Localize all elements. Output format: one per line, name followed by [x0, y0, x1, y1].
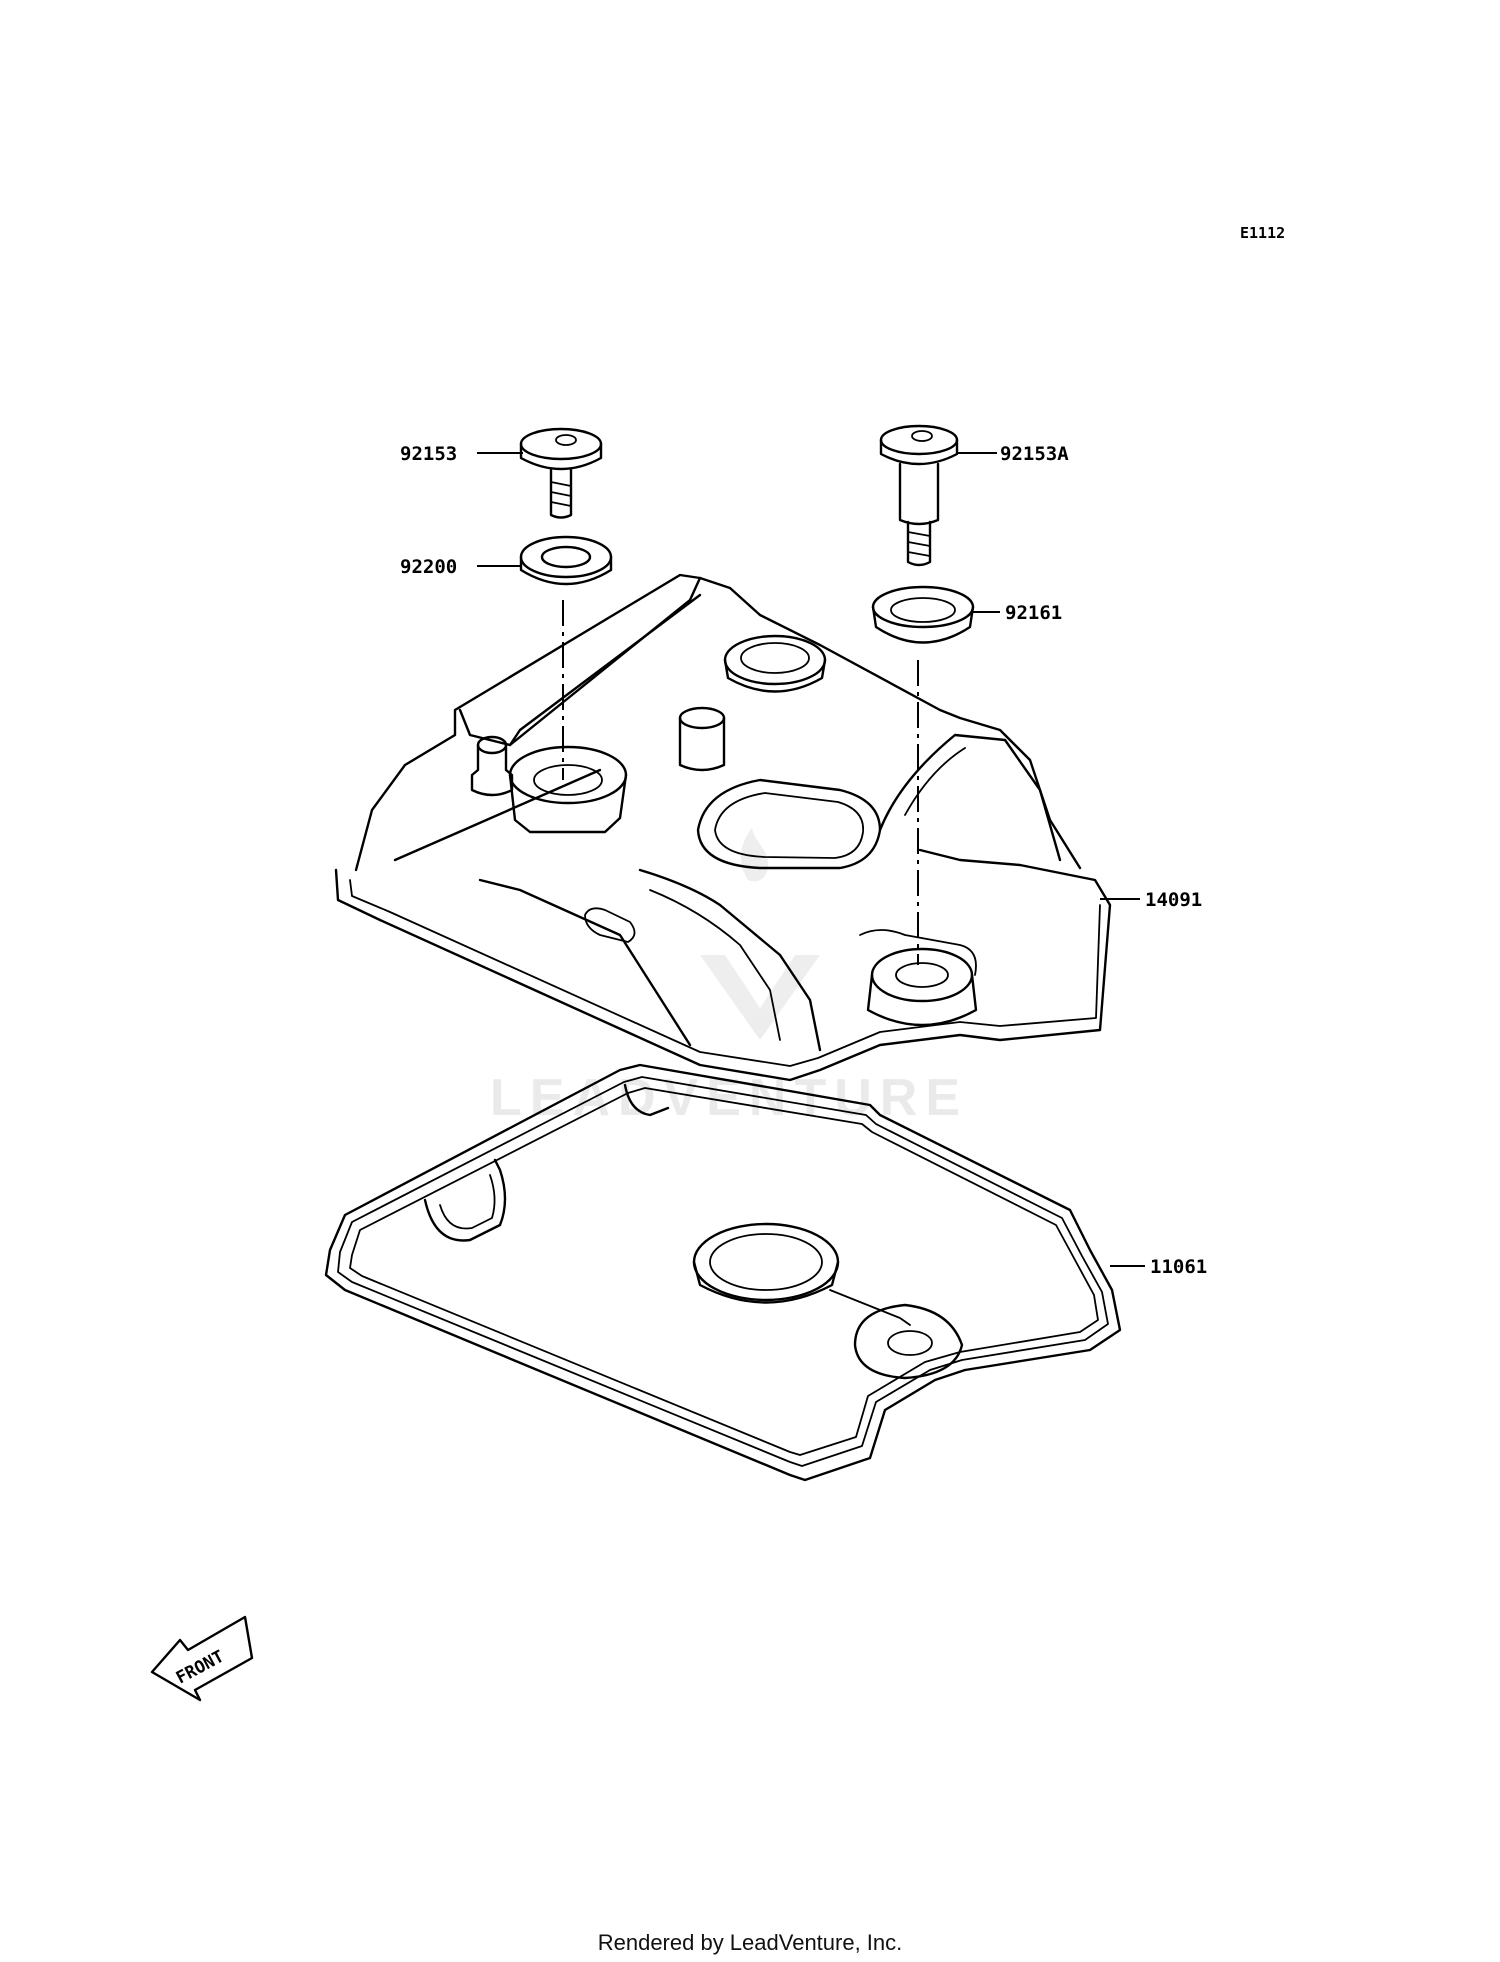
front-arrow-icon: FRONT — [150, 1615, 254, 1702]
cylinder-head-cover-14091[interactable] — [334, 573, 1112, 1082]
front-label: FRONT — [173, 1647, 228, 1689]
callout-11061[interactable]: 11061 — [1150, 1256, 1207, 1278]
grommet-92161[interactable] — [871, 585, 975, 644]
bolt-92153[interactable] — [519, 427, 603, 519]
assembly-lines — [562, 600, 919, 965]
callout-14091[interactable]: 14091 — [1145, 889, 1202, 911]
callout-92153[interactable]: 92153 — [400, 443, 457, 465]
callout-92161[interactable]: 92161 — [1005, 602, 1062, 624]
callout-92200[interactable]: 92200 — [400, 556, 457, 578]
gasket-11061[interactable] — [324, 1063, 1122, 1482]
leader-lines — [477, 452, 1145, 1267]
figure-code: E1112 — [1240, 224, 1285, 242]
footer-credit: Rendered by LeadVenture, Inc. — [597, 1930, 903, 1955]
watermark-text: LEADVENTURE — [490, 1069, 968, 1127]
bolt-92153A[interactable] — [879, 424, 959, 567]
washer-92200[interactable] — [519, 535, 613, 586]
callout-92153A[interactable]: 92153A — [1000, 443, 1069, 465]
